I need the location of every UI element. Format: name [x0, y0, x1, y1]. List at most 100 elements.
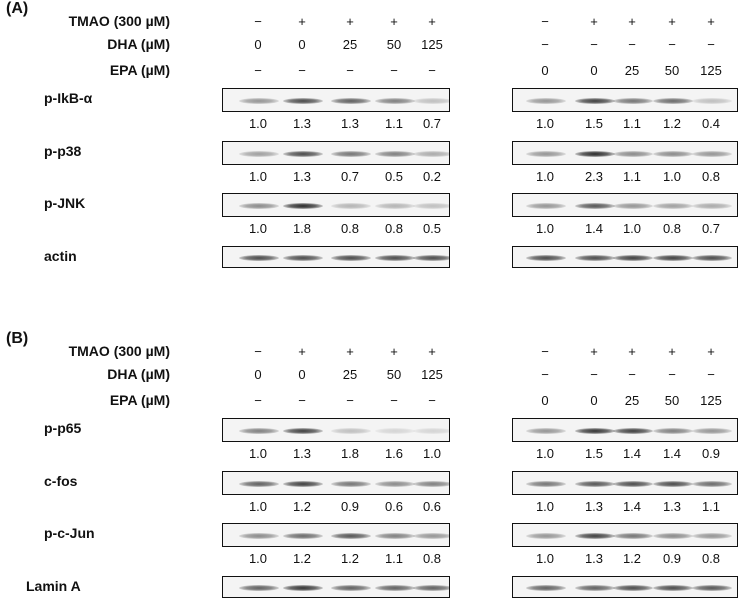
- left-epa-value: −: [428, 63, 436, 78]
- protein-band: [692, 481, 732, 487]
- right-quantification-value: 2.3: [584, 169, 604, 184]
- right-epa-value: 0: [541, 63, 549, 78]
- protein-band: [613, 255, 653, 261]
- protein-band: [283, 533, 323, 539]
- left-dha-value: 0: [298, 37, 306, 52]
- left-epa-value: −: [254, 63, 262, 78]
- right-quantification-value: 0.9: [701, 446, 721, 461]
- protein-band: [526, 428, 566, 434]
- left-quantification-value: 0.6: [384, 499, 404, 514]
- right-dha-value: −: [707, 367, 715, 382]
- left-dha-value: 125: [421, 37, 443, 52]
- protein-band: [413, 533, 449, 539]
- protein-band: [653, 428, 693, 434]
- right-dha-value: −: [707, 37, 715, 52]
- right-tmao-value: +: [668, 344, 676, 359]
- left-dha-value: 50: [386, 367, 402, 382]
- right-tmao-value: +: [628, 14, 636, 29]
- protein-band: [283, 203, 323, 209]
- protein-band: [283, 428, 323, 434]
- right-blot-p-ikb-: [512, 88, 738, 112]
- blot-row-label: actin: [44, 248, 77, 264]
- left-dha-value: 25: [342, 37, 358, 52]
- protein-band: [283, 151, 323, 157]
- left-blot-p-jnk: [222, 193, 450, 217]
- left-tmao-value: +: [298, 14, 306, 29]
- protein-band: [375, 255, 415, 261]
- blot-row-label: p-p65: [44, 420, 82, 436]
- right-dha-value: −: [628, 367, 636, 382]
- left-quantification-value: 1.3: [292, 116, 312, 131]
- left-blot-actin: [222, 246, 450, 268]
- protein-band: [613, 98, 653, 104]
- blot-row-label: p-JNK: [44, 195, 86, 211]
- left-epa-value: −: [428, 393, 436, 408]
- protein-band: [613, 151, 653, 157]
- protein-band: [283, 98, 323, 104]
- protein-band: [613, 428, 653, 434]
- right-quantification-value: 1.2: [622, 551, 642, 566]
- right-tmao-value: +: [707, 14, 715, 29]
- protein-band: [575, 98, 615, 104]
- left-quantification-value: 0.9: [340, 499, 360, 514]
- right-quantification-value: 1.0: [662, 169, 682, 184]
- left-quantification-value: 1.3: [292, 169, 312, 184]
- right-dha-value: −: [590, 367, 598, 382]
- blot-row-label: p-c-Jun: [44, 525, 95, 541]
- protein-band: [413, 255, 449, 261]
- right-quantification-value: 0.8: [701, 169, 721, 184]
- left-epa-value: −: [346, 393, 354, 408]
- left-tmao-value: +: [428, 14, 436, 29]
- right-epa-value: 0: [590, 393, 598, 408]
- protein-band: [526, 203, 566, 209]
- left-dha-value: 50: [386, 37, 402, 52]
- left-tmao-value: −: [254, 14, 262, 29]
- protein-band: [331, 203, 371, 209]
- right-tmao-value: +: [590, 344, 598, 359]
- left-quantification-value: 1.3: [340, 116, 360, 131]
- left-tmao-value: +: [346, 344, 354, 359]
- right-quantification-value: 1.3: [584, 499, 604, 514]
- left-tmao-value: +: [298, 344, 306, 359]
- right-dha-value: −: [541, 367, 549, 382]
- left-quantification-value: 0.5: [384, 169, 404, 184]
- right-quantification-value: 0.9: [662, 551, 682, 566]
- right-quantification-value: 1.0: [622, 221, 642, 236]
- protein-band: [692, 98, 732, 104]
- protein-band: [331, 428, 371, 434]
- protein-band: [413, 203, 449, 209]
- right-tmao-value: +: [668, 14, 676, 29]
- right-tmao-value: −: [541, 344, 549, 359]
- left-dha-value: 0: [254, 367, 262, 382]
- protein-band: [575, 255, 615, 261]
- protein-band: [375, 98, 415, 104]
- dha-condition-label: DHA (µM): [107, 36, 170, 52]
- protein-band: [575, 585, 615, 591]
- right-quantification-value: 1.0: [535, 446, 555, 461]
- epa-condition-label: EPA (µM): [109, 62, 170, 78]
- right-epa-value: 0: [541, 393, 549, 408]
- right-quantification-value: 0.7: [701, 221, 721, 236]
- right-quantification-value: 1.1: [622, 116, 642, 131]
- right-tmao-value: +: [707, 344, 715, 359]
- right-quantification-value: 1.5: [584, 446, 604, 461]
- protein-band: [331, 151, 371, 157]
- protein-band: [413, 428, 449, 434]
- right-tmao-value: −: [541, 14, 549, 29]
- right-epa-value: 125: [700, 393, 722, 408]
- left-tmao-value: −: [254, 344, 262, 359]
- left-epa-value: −: [254, 393, 262, 408]
- left-quantification-value: 1.2: [340, 551, 360, 566]
- panel-label: (B): [6, 330, 29, 347]
- protein-band: [526, 533, 566, 539]
- protein-band: [331, 585, 371, 591]
- left-quantification-value: 0.8: [340, 221, 360, 236]
- blot-row-label: c-fos: [44, 473, 78, 489]
- right-quantification-value: 1.3: [662, 499, 682, 514]
- protein-band: [692, 255, 732, 261]
- protein-band: [413, 98, 449, 104]
- left-blot-p-ikb-: [222, 88, 450, 112]
- left-quantification-value: 1.0: [248, 499, 268, 514]
- right-quantification-value: 0.8: [701, 551, 721, 566]
- protein-band: [613, 585, 653, 591]
